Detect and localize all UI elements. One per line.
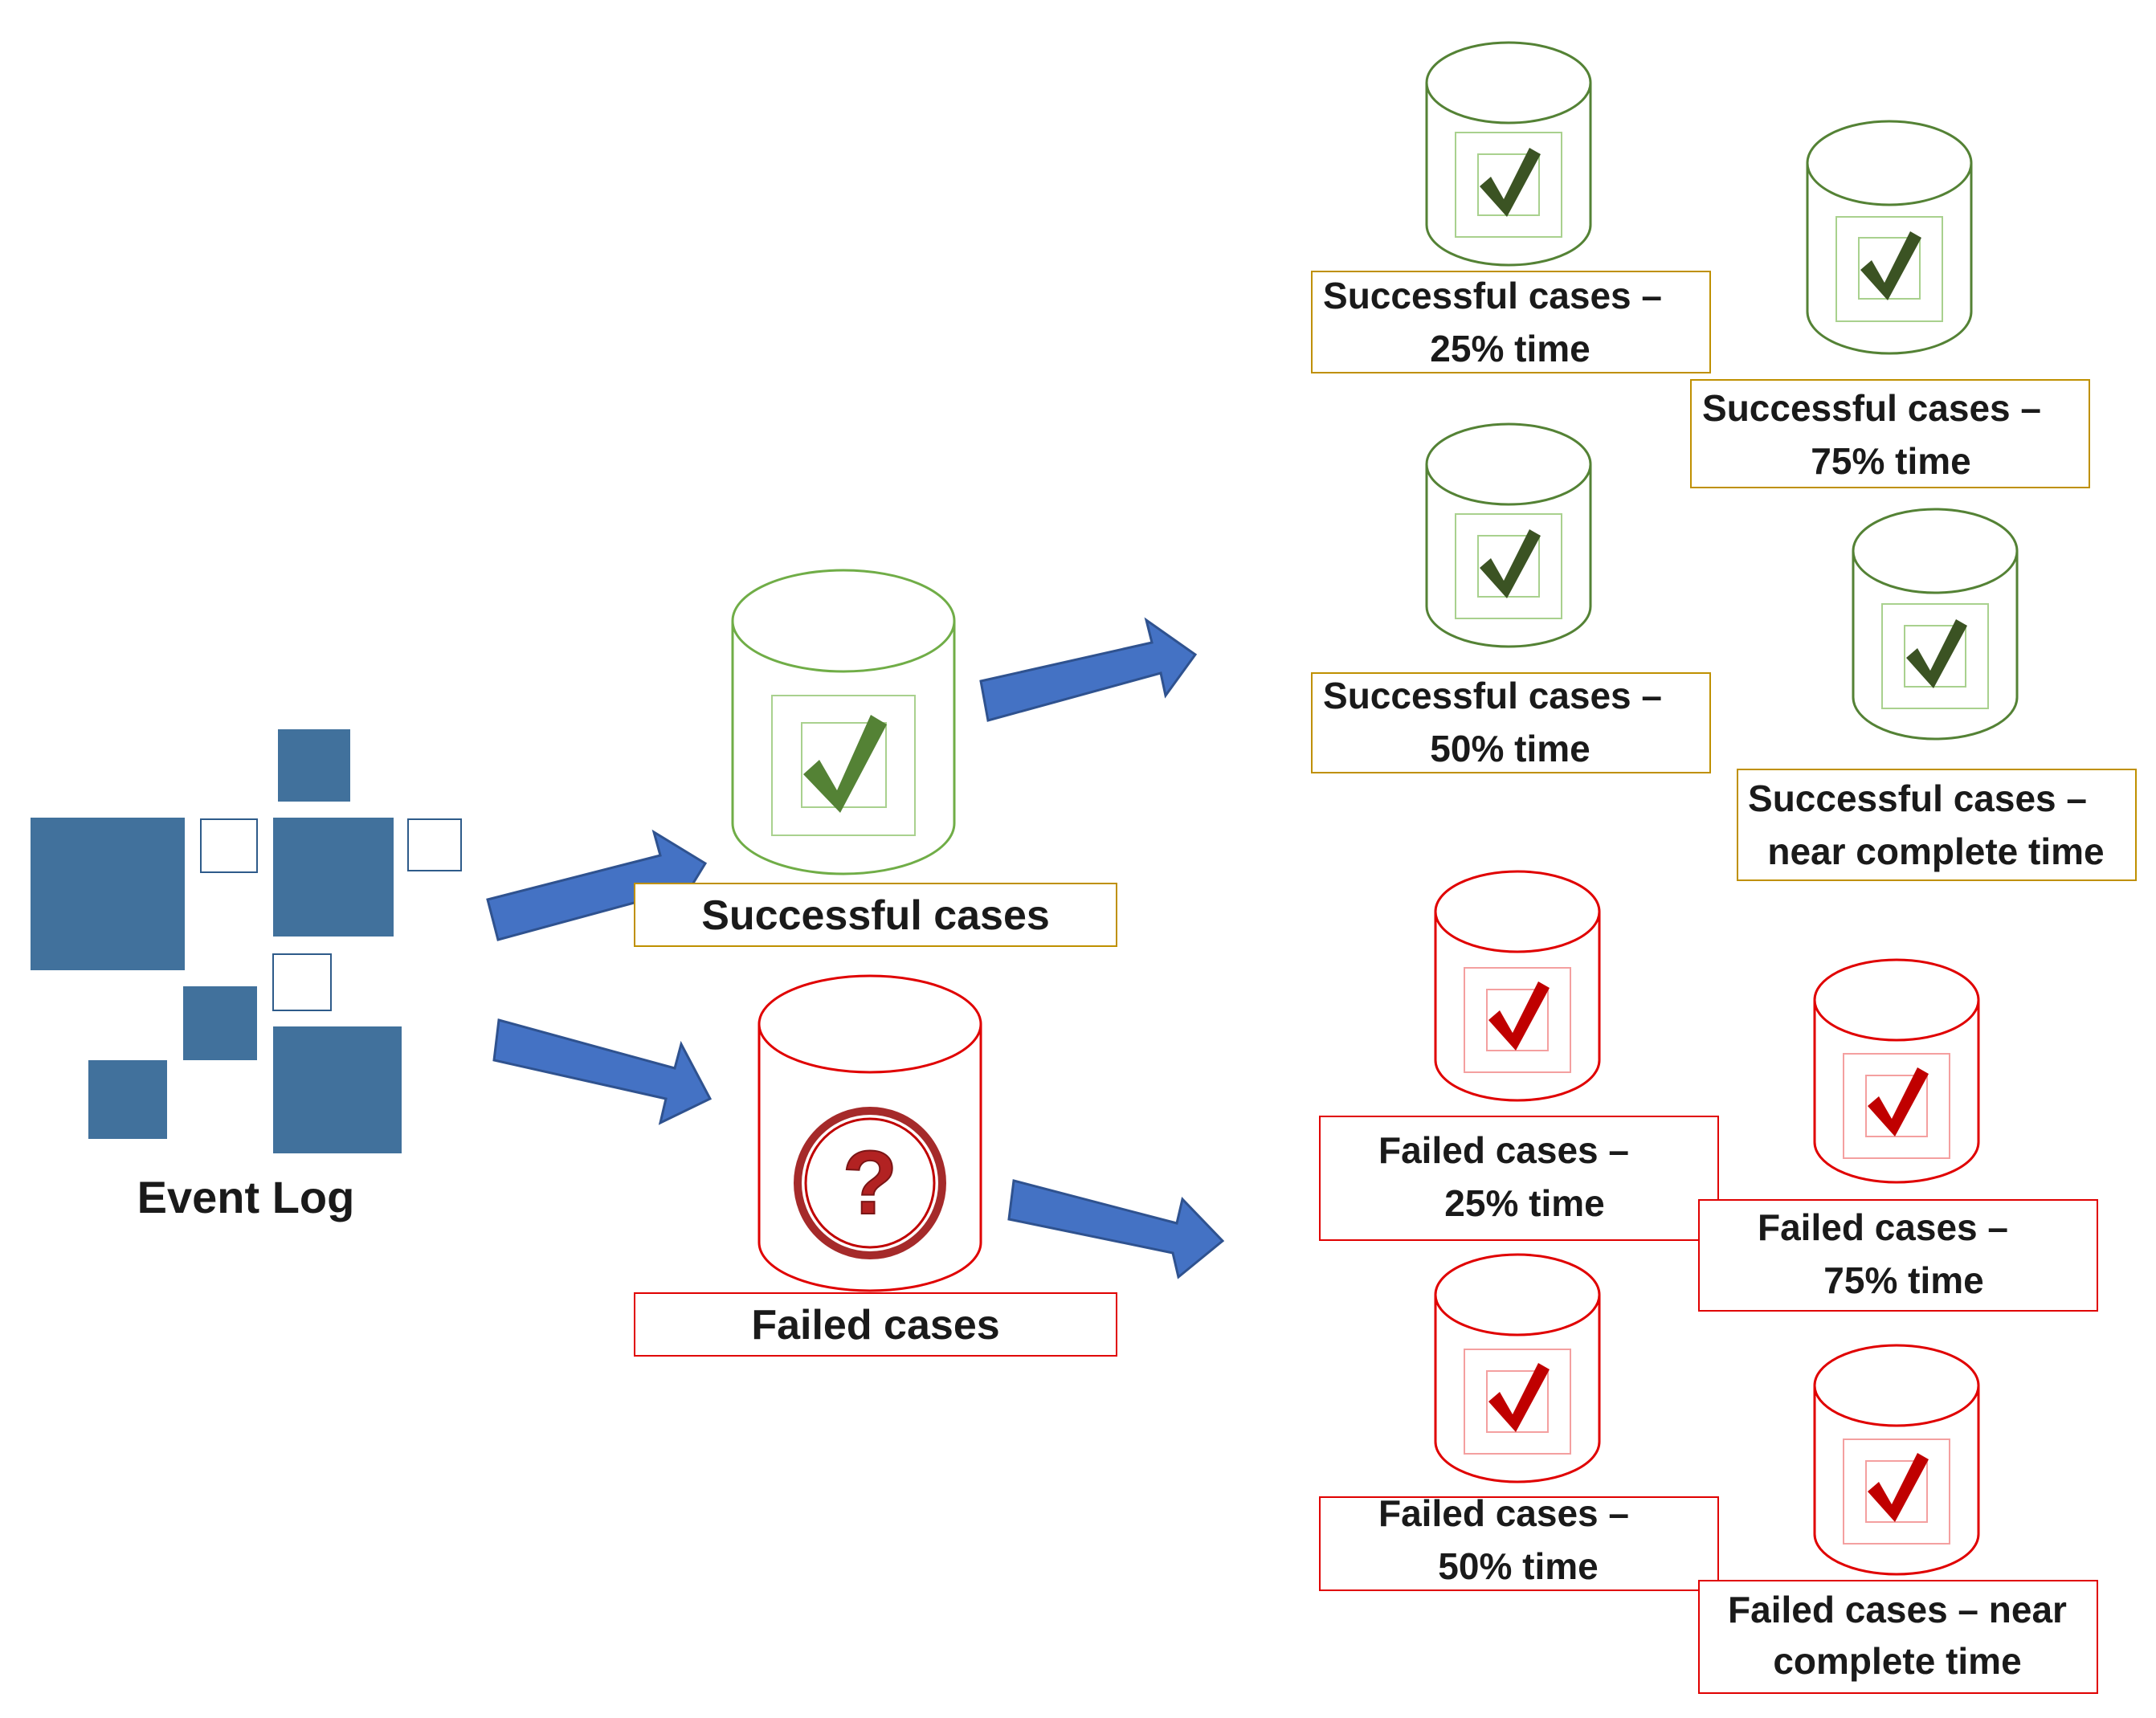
successful-25-database [1425, 41, 1592, 267]
event-log-square [183, 986, 257, 1060]
failed-25-label-box [1319, 1116, 1719, 1241]
checkmark-icon [1868, 1067, 1929, 1136]
successful-25-label-line1: Successful cases – [1323, 275, 1662, 316]
event-log-square [273, 1026, 402, 1153]
failed-25-database [1434, 870, 1601, 1102]
arrow-successful-to-subsets [979, 617, 1198, 722]
event-log-square [31, 818, 185, 970]
successful-75-database [1806, 120, 1973, 355]
failed-50-label-line1: Failed cases – [1378, 1492, 1629, 1534]
event-log-square [278, 729, 350, 802]
successful-25-label-line2: 25% time [1430, 328, 1590, 369]
successful-75-label-line2: 75% time [1811, 440, 1970, 482]
checkmark-icon [1488, 981, 1550, 1051]
failed-50-label-line2: 50% time [1438, 1545, 1598, 1587]
event-log-icon [31, 729, 462, 1153]
event-log-label: Event Log [137, 1172, 355, 1222]
failed-near-complete-label-line2: complete time [1773, 1640, 2021, 1682]
checkmark-icon [1480, 148, 1541, 217]
event-log-outline-square [200, 818, 258, 873]
event-log-outline-square [272, 953, 332, 1011]
failed-75-label-box [1698, 1199, 2098, 1312]
arrow-failed-to-subsets [1007, 1179, 1225, 1279]
event-log-square [273, 818, 394, 937]
failed-near-complete-database [1813, 1344, 1980, 1576]
successful-near-complete-label-box [1737, 769, 2137, 881]
arrow-to-failed [492, 1018, 713, 1125]
successful-50-database [1425, 422, 1592, 648]
failed-75-label-line2: 75% time [1823, 1259, 1983, 1301]
successful-near-complete-database [1852, 508, 2019, 741]
checkmark-icon [1868, 1453, 1929, 1522]
checkmark-icon [1488, 1363, 1550, 1432]
event-log-square [88, 1060, 167, 1139]
failed-75-label-line1: Failed cases – [1758, 1206, 2008, 1248]
failed-50-database [1434, 1253, 1601, 1483]
event-log-outline-square [407, 818, 462, 871]
successful-50-label-box [1311, 672, 1711, 773]
failed-near-complete-label-box [1698, 1580, 2098, 1694]
failed-cases-label-box [634, 1292, 1117, 1357]
successful-near-complete-label-line2: near complete time [1767, 830, 2104, 872]
failed-cases-label: Failed cases [751, 1302, 999, 1349]
successful-cases-label: Successful cases [701, 892, 1050, 939]
failed-50-label-box [1319, 1496, 1719, 1591]
checkmark-icon [803, 715, 887, 813]
successful-75-label-box [1690, 379, 2090, 488]
successful-25-label-box [1311, 271, 1711, 373]
checkmark-icon [1860, 231, 1921, 300]
failed-near-complete-label-line1: Failed cases – near [1728, 1589, 2067, 1630]
failed-25-label-line1: Failed cases – [1378, 1129, 1629, 1171]
failed-75-database [1813, 958, 1980, 1184]
successful-75-label-line1: Successful cases – [1702, 387, 2041, 429]
question-mark-icon: ? [843, 1132, 897, 1233]
failed-25-label-line2: 25% time [1444, 1182, 1604, 1224]
checkmark-icon [1480, 529, 1541, 598]
failed-cases-database: ? [757, 974, 982, 1292]
successful-50-label-line2: 50% time [1430, 728, 1590, 769]
successful-near-complete-label-line1: Successful cases – [1748, 777, 2087, 819]
checkmark-icon [1906, 619, 1967, 688]
successful-cases-label-box [634, 883, 1117, 947]
successful-50-label-line1: Successful cases – [1323, 675, 1662, 716]
successful-cases-database [731, 569, 956, 875]
